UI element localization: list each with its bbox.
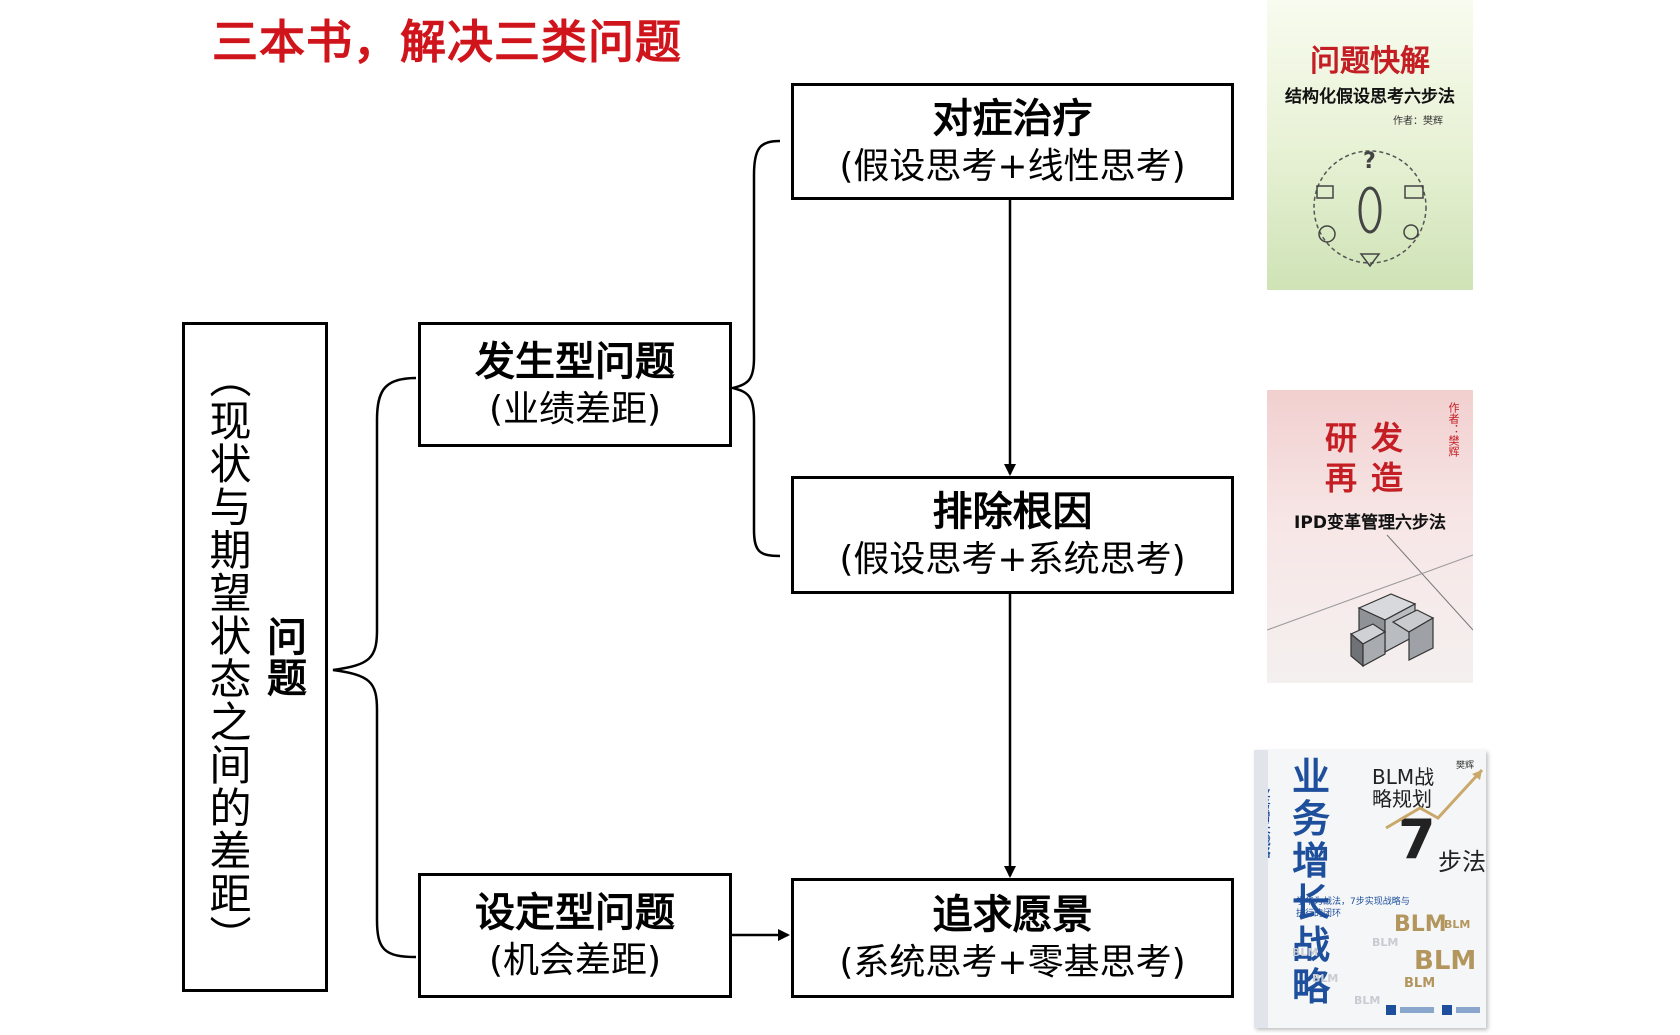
book3-publisher-logos	[1386, 1005, 1480, 1015]
book-cover-problem-solving: 问题快解 结构化假设思考六步法 作者：樊辉 ?	[1267, 0, 1473, 290]
book2-author: 作者：樊辉	[1447, 402, 1460, 457]
problem-box: （现状与期望状态之间的差距） 问题	[182, 322, 328, 992]
treat-title: 对症治疗	[932, 95, 1093, 142]
set-title: 设定型问题	[475, 889, 675, 936]
vision-box: 追求愿景 (系统思考+零基思考)	[791, 878, 1234, 998]
occurred-problem-box: 发生型问题 (业绩差距)	[418, 322, 732, 447]
set-subtitle: (机会差距)	[488, 939, 662, 981]
book3-blm-mark-4: BLM	[1404, 976, 1436, 991]
book3-blm-faint-3: BLM	[1354, 994, 1381, 1007]
rootcause-title: 排除根因	[932, 489, 1093, 535]
book2-subtitle: IPD变革管理六步法	[1294, 513, 1446, 533]
book3-method: 步法	[1438, 848, 1486, 876]
book3-spine-title: 业务增长战略	[1257, 786, 1271, 858]
treat-box: 对症治疗 (假设思考+线性思考)	[791, 83, 1234, 200]
brace-root	[332, 376, 417, 959]
rootcause-subtitle: (假设思考+系统思考)	[839, 539, 1186, 580]
book1-subtitle: 结构化假设思考六步法	[1285, 87, 1455, 107]
brace-occurred	[728, 139, 781, 558]
book3-blm-mark: BLM	[1394, 912, 1447, 937]
book1-cycle-icon: ?	[1313, 149, 1427, 268]
book2-title: 研发再造	[1325, 419, 1418, 497]
book2-cube-graphic	[1267, 534, 1473, 668]
book3-blm-faint-1: BLM	[1292, 946, 1319, 959]
treat-subtitle: (假设思考+线性思考)	[839, 145, 1186, 187]
occurred-subtitle: (业绩差距)	[488, 388, 662, 430]
problem-note: （现状与期望状态之间的差距）	[203, 356, 252, 958]
book3-blm-mark-2: BLM	[1414, 946, 1477, 976]
vision-subtitle: (系统思考+零基思考)	[839, 942, 1186, 983]
vision-title: 追求愿景	[932, 892, 1093, 938]
book1-title: 问题快解	[1310, 44, 1430, 79]
book-cover-rd-reengineering: 作者：樊辉 研发再造 IPD变革管理六步法	[1267, 390, 1473, 683]
book3-blm-faint-4: BLM	[1372, 936, 1399, 949]
book3-blm-mark-3: BLM	[1444, 918, 1471, 931]
book3-growth-arrow-icon	[1385, 768, 1484, 830]
book3-blm-faint-2: BLM	[1312, 972, 1339, 985]
book1-author: 作者：樊辉	[1393, 116, 1443, 127]
rootcause-box: 排除根因 (假设思考+系统思考)	[791, 476, 1234, 594]
page-title: 三本书，解决三类问题	[212, 15, 682, 69]
occurred-title: 发生型问题	[475, 338, 675, 385]
book3-tagline: 学华为战法，7步实现战略与执行的闭环	[1296, 897, 1410, 919]
book-cover-business-growth: 业务增长战略 樊辉 业务增长战略 BLM战略规划 7 步法 学华为战法，7步实现…	[1254, 750, 1486, 1028]
book3-author: 樊辉	[1456, 761, 1475, 771]
svg-text:?: ?	[1363, 149, 1376, 174]
book3-blm-subtitle: BLM战略规划	[1372, 765, 1435, 811]
problem-label: 问题	[260, 616, 306, 698]
set-problem-box: 设定型问题 (机会差距)	[418, 873, 732, 998]
book3-title: 业务增长战略	[1292, 755, 1331, 1009]
